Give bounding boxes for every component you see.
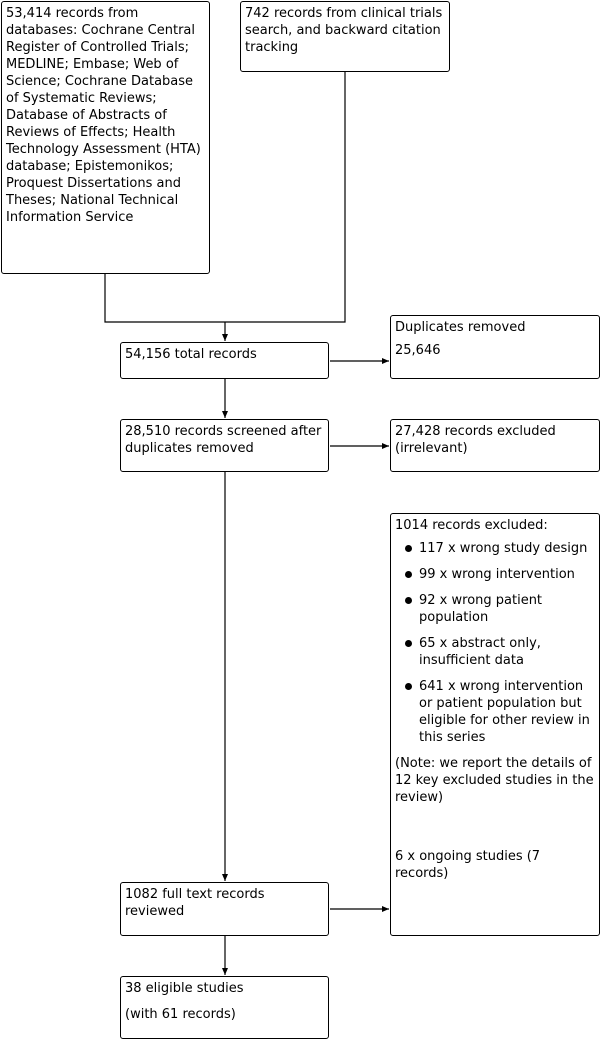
eligible-studies-box: 38 eligible studies (with 61 records) — [120, 976, 329, 1039]
excluded-irrelevant-box: 27,428 records excluded (irrelevant) — [390, 419, 600, 472]
exclusion-reason: 641 x wrong intervention or patient popu… — [395, 678, 595, 746]
exclusion-reason: 65 x abstract only, insufficient data — [395, 635, 595, 669]
exclusion-reasons-list: 117 x wrong study design 99 x wrong inte… — [395, 540, 595, 746]
bullet-icon — [405, 571, 412, 578]
exclusion-reason: 92 x wrong patient population — [395, 592, 595, 626]
bullet-icon — [405, 683, 412, 690]
total-records-box: 54,156 total records — [120, 342, 329, 379]
screened-records-box: 28,510 records screened after duplicates… — [120, 419, 329, 472]
exclusion-reason: 99 x wrong intervention — [395, 566, 595, 583]
databases-records-box: 53,414 records from databases: Cochrane … — [1, 1, 210, 274]
eligible-studies-records: (with 61 records) — [125, 1007, 236, 1022]
duplicates-removed-title: Duplicates removed — [395, 320, 526, 335]
clinical-trials-records-box: 742 records from clinical trials search,… — [240, 1, 450, 72]
duplicates-removed-count: 25,646 — [395, 343, 441, 358]
excluded-full-text-title: 1014 records excluded: — [395, 518, 548, 533]
excluded-full-text-box: 1014 records excluded: 117 x wrong study… — [390, 513, 600, 936]
bullet-icon — [405, 640, 412, 647]
bullet-icon — [405, 597, 412, 604]
excluded-note: (Note: we report the details of 12 key e… — [395, 756, 594, 805]
eligible-studies-count: 38 eligible studies — [125, 981, 244, 996]
bullet-icon — [405, 545, 412, 552]
duplicates-removed-box: Duplicates removed 25,646 — [390, 315, 600, 379]
full-text-records-box: 1082 full text records reviewed — [120, 882, 329, 936]
exclusion-reason: 117 x wrong study design — [395, 540, 595, 557]
ongoing-studies: 6 x ongoing studies (7 records) — [395, 849, 541, 881]
